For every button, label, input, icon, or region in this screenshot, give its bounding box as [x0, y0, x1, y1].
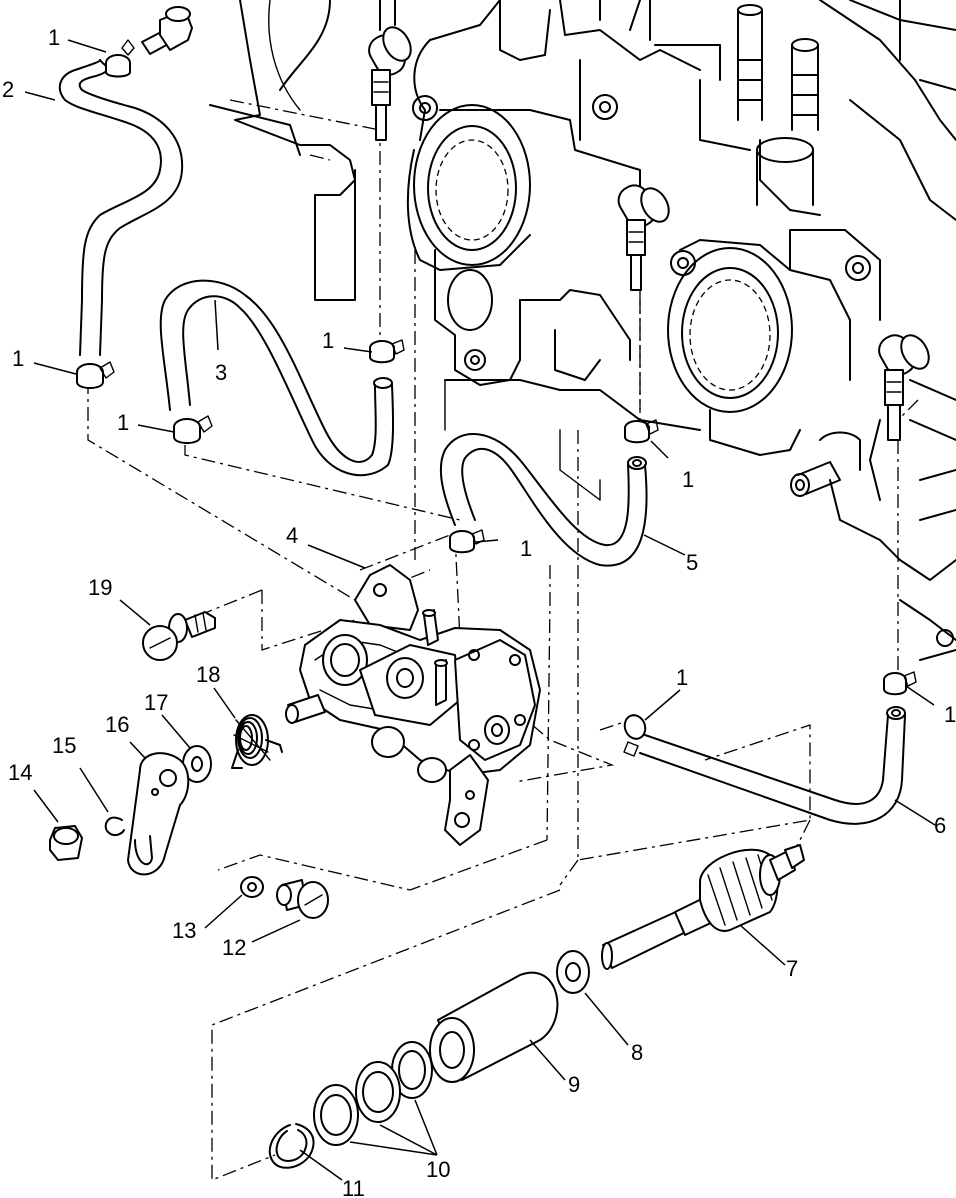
- callout-1: 1: [520, 536, 532, 561]
- callout-18: 18: [196, 662, 220, 687]
- leader-lines: [24, 39, 936, 1181]
- callout-1: 1: [944, 702, 956, 727]
- nut-14: [49, 825, 83, 861]
- callout-19: 19: [88, 575, 112, 600]
- callout-5: 5: [686, 550, 698, 575]
- callout-12: 12: [222, 935, 246, 960]
- washers-10: [313, 1041, 433, 1146]
- spring-18: [231, 714, 283, 769]
- washer-17: [182, 745, 212, 783]
- elbow-fitting-left: [368, 26, 412, 141]
- callout-11: 11: [342, 1176, 365, 1198]
- callout-17: 17: [144, 690, 168, 715]
- washer-8: [556, 950, 590, 994]
- hose-clamp-hose6-left: [623, 714, 647, 757]
- clip-15: [104, 816, 125, 837]
- elbow-fitting-center: [617, 184, 670, 291]
- callout-9: 9: [568, 1072, 580, 1097]
- washer-13: [240, 876, 264, 898]
- callout-2: 2: [2, 77, 14, 102]
- hose-clamp-hose6-right: [883, 671, 917, 696]
- hose-clamp-hose2: [76, 361, 115, 389]
- callout-16: 16: [105, 712, 129, 737]
- engine-block: [209, 0, 956, 661]
- callout-7: 7: [786, 956, 798, 981]
- hose-6: [639, 706, 906, 825]
- hose-3: [159, 279, 395, 477]
- screw-12: [276, 879, 329, 919]
- callout-8: 8: [631, 1040, 643, 1065]
- elbow-fitting-loose: [141, 6, 193, 55]
- callout-3: 3: [215, 360, 227, 385]
- callout-4: 4: [286, 523, 298, 548]
- callout-13: 13: [172, 918, 196, 943]
- callout-1: 1: [117, 410, 129, 435]
- callout-1: 1: [48, 25, 60, 50]
- drive-gear-7: [601, 844, 805, 970]
- elbow-fitting-right: [878, 334, 930, 441]
- callout-14: 14: [8, 760, 32, 785]
- hose-clamp-hose3-lower: [173, 415, 213, 444]
- assembly-centerlines: [87, 70, 919, 1181]
- oil-pump: [285, 564, 541, 846]
- callout-labels: 1 2 1 3 1 1 1 1 5 4 19 18 17 16 15 14 1 …: [2, 25, 956, 1198]
- hose-5: [439, 433, 648, 567]
- callout-1: 1: [322, 328, 334, 353]
- hose-clamp-top: [105, 39, 135, 78]
- lever-16: [127, 752, 190, 876]
- snap-ring-11: [268, 1123, 315, 1169]
- callout-1: 1: [682, 467, 694, 492]
- hose-clamp-hose5-upper: [624, 419, 659, 444]
- hose-clamp-hose5-lower: [449, 529, 485, 554]
- callout-15: 15: [52, 733, 76, 758]
- callout-1: 1: [676, 665, 688, 690]
- callout-10: 10: [426, 1157, 450, 1182]
- hose-clamp-hose3-upper: [369, 339, 405, 364]
- screw-19: [142, 611, 216, 661]
- hose-2: [58, 59, 184, 356]
- callout-1: 1: [12, 346, 24, 371]
- bushing-9: [429, 971, 559, 1083]
- callout-6: 6: [934, 813, 946, 838]
